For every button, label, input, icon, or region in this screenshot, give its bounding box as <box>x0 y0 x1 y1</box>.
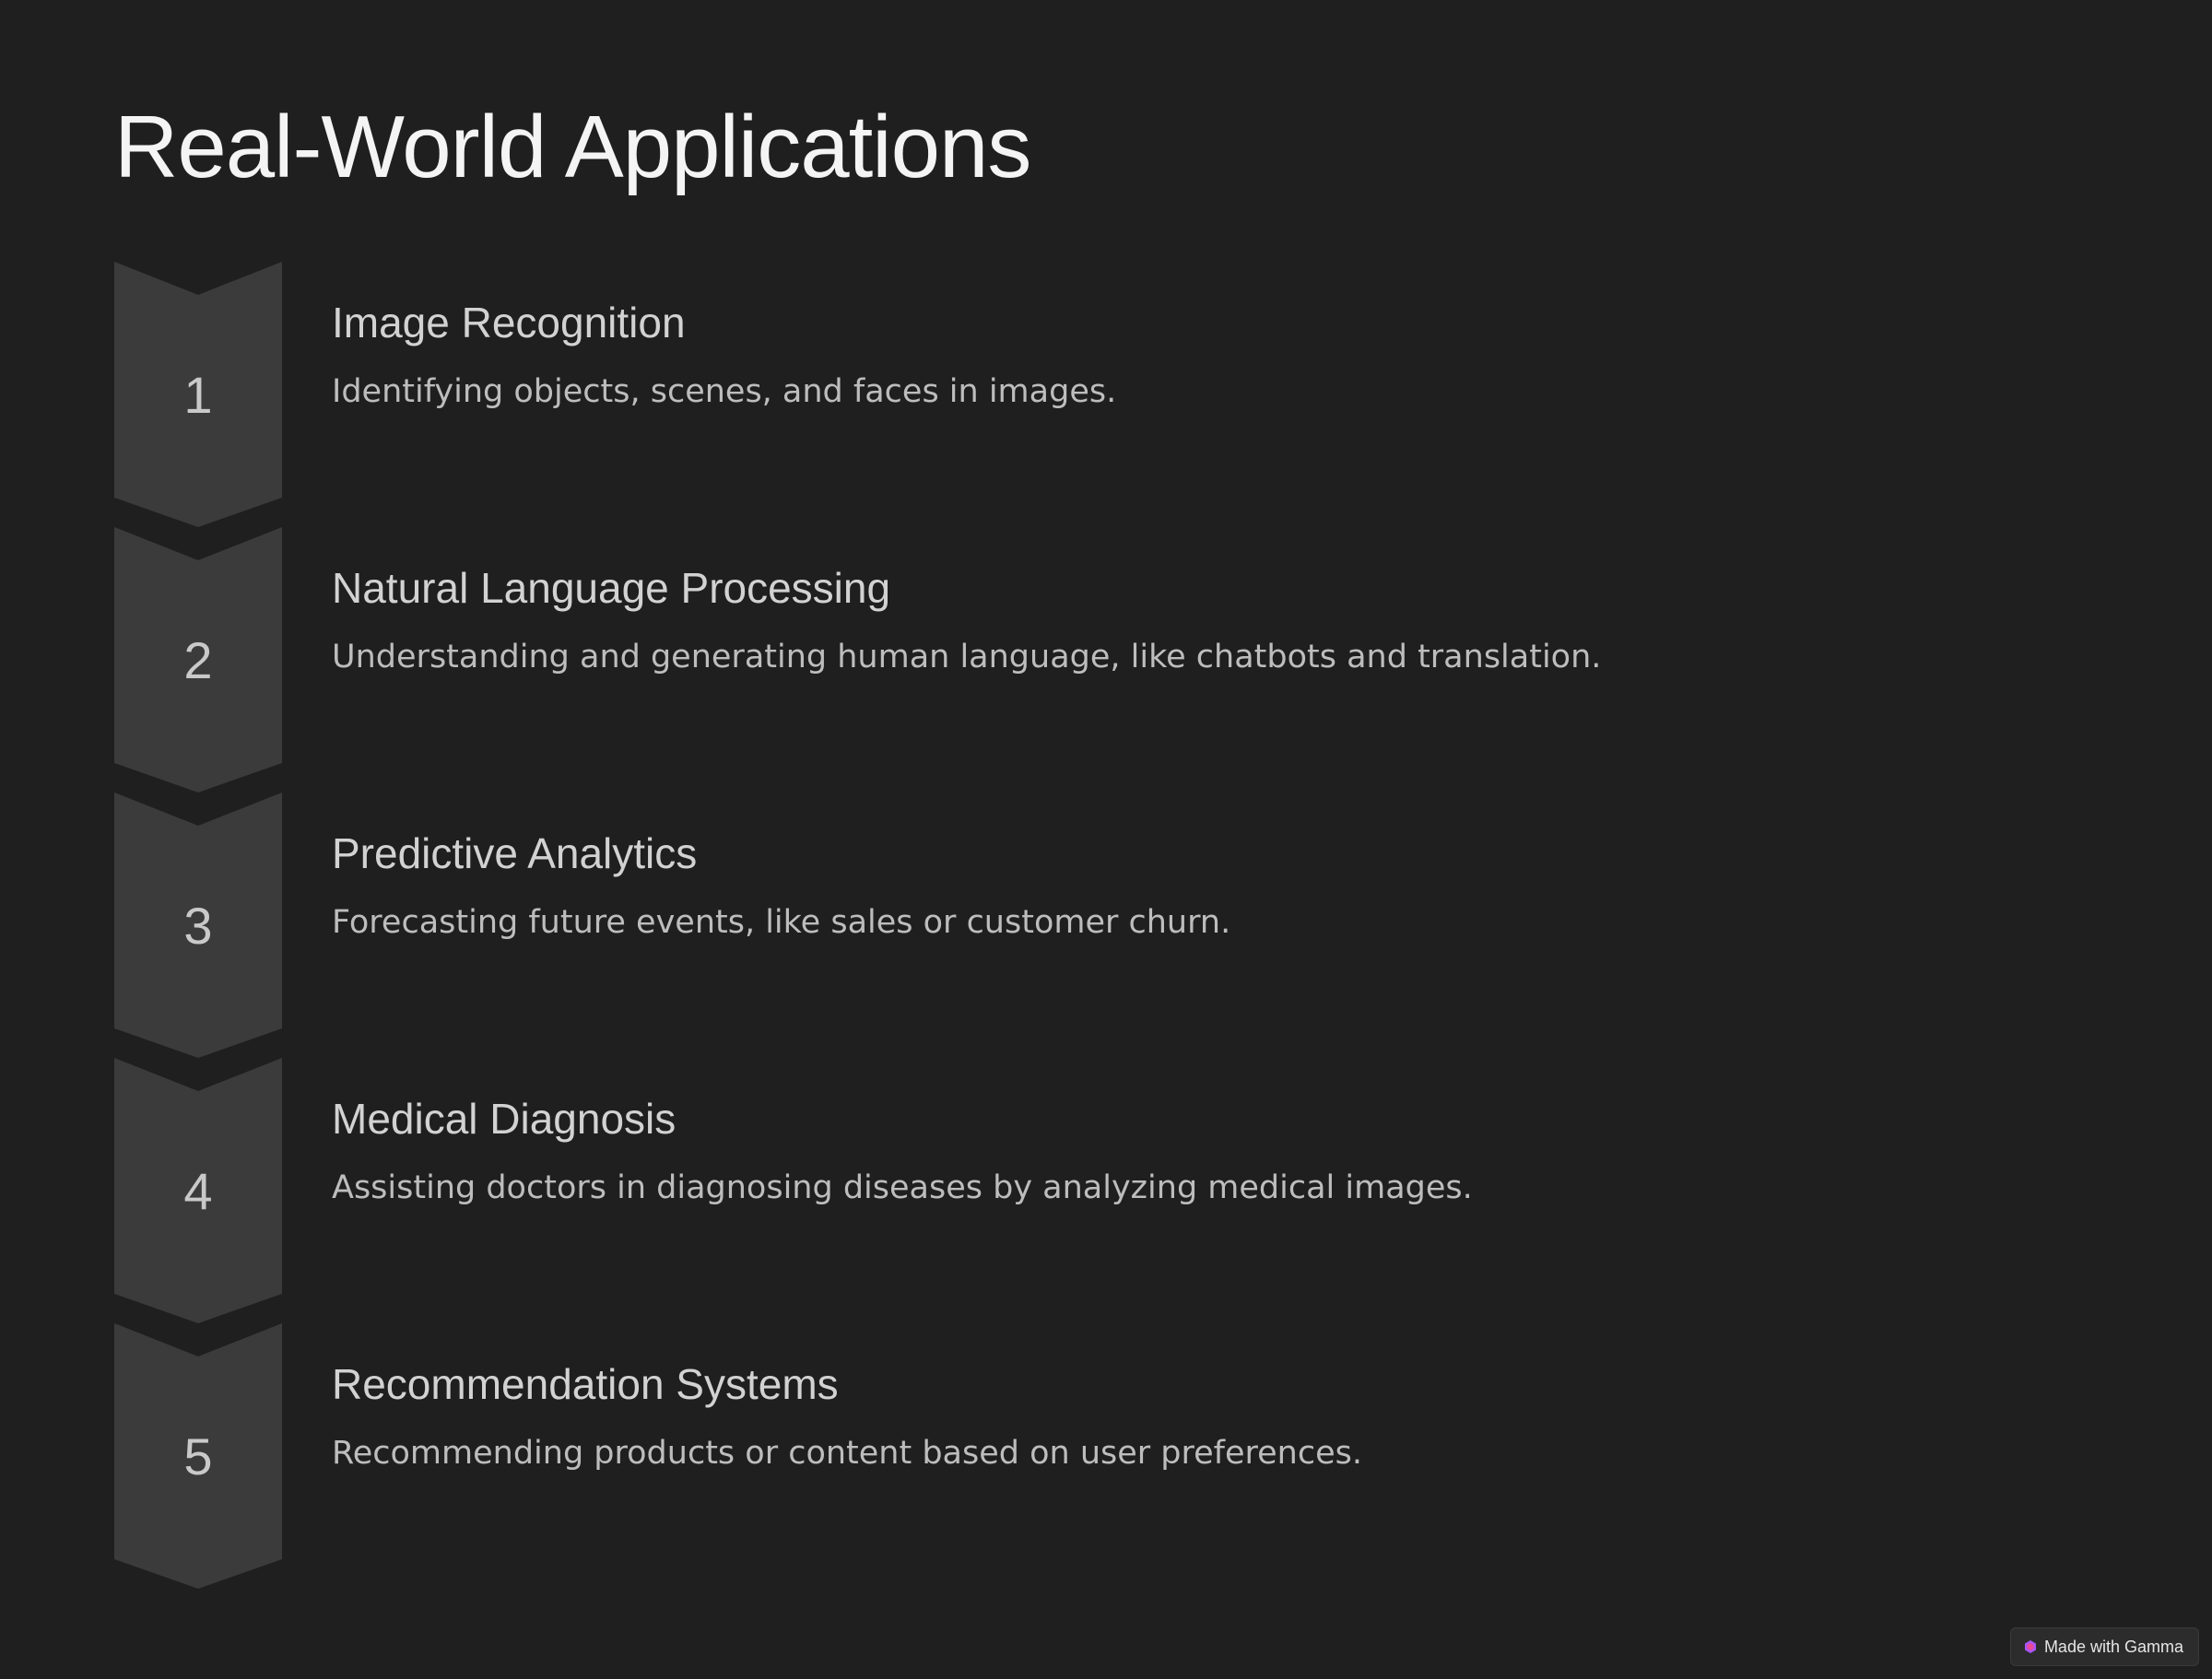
step-item: 1 Image Recognition Identifying objects,… <box>114 262 1773 527</box>
badge-label: Made with Gamma <box>2043 1637 2183 1656</box>
step-number: 2 <box>183 630 213 689</box>
step-title: Medical Diagnosis <box>332 1095 677 1143</box>
step-item: 4 Medical Diagnosis Assisting doctors in… <box>114 1058 1773 1323</box>
step-title: Image Recognition <box>332 299 686 346</box>
chevron-shape <box>114 527 282 793</box>
gamma-logo-icon <box>2024 1640 2036 1653</box>
step-description: Understanding and generating human langu… <box>332 639 1602 675</box>
step-description: Recommending products or content based o… <box>332 1435 1363 1472</box>
step-description: Identifying objects, scenes, and faces i… <box>332 373 1117 410</box>
step-item: 2 Natural Language Processing Understand… <box>114 527 1773 793</box>
step-number: 3 <box>183 896 213 955</box>
step-title: Recommendation Systems <box>332 1360 839 1408</box>
step-number: 1 <box>183 365 213 424</box>
made-with-gamma-badge[interactable]: Made with Gamma <box>2009 1627 2199 1666</box>
step-number: 5 <box>183 1427 213 1485</box>
step-description: Assisting doctors in diagnosing diseases… <box>332 1169 1473 1206</box>
step-description: Forecasting future events, like sales or… <box>332 904 1231 941</box>
chevron-shape <box>114 262 282 527</box>
step-number: 4 <box>183 1161 213 1220</box>
step-item: 3 Predictive Analytics Forecasting futur… <box>114 793 1773 1058</box>
step-item: 5 Recommendation Systems Recommending pr… <box>114 1323 1773 1589</box>
chevron-shape <box>114 1058 282 1323</box>
step-title: Natural Language Processing <box>332 564 891 612</box>
page-title: Real-World Applications <box>114 98 1031 196</box>
chevron-shape <box>114 1323 282 1589</box>
chevron-shape <box>114 793 282 1058</box>
step-title: Predictive Analytics <box>332 829 698 877</box>
